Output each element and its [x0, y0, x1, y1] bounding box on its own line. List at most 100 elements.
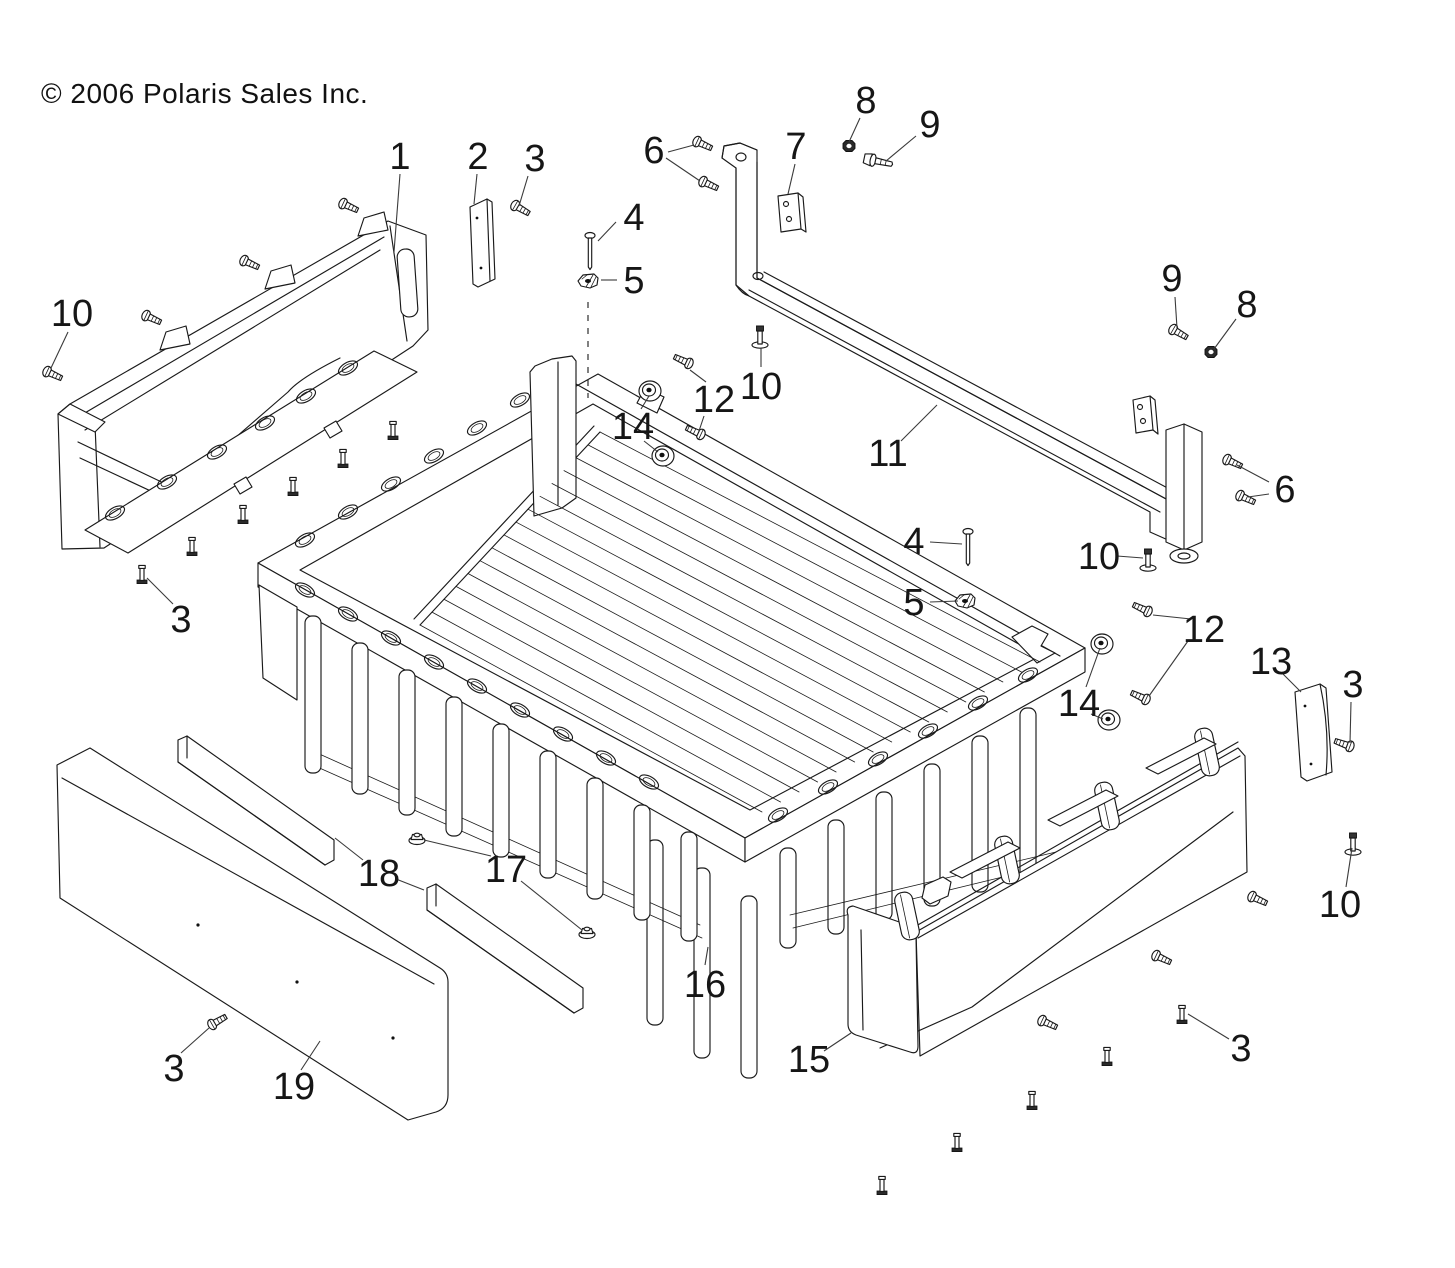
callout-12-leader: [1152, 614, 1192, 620]
callout-18-leader: [395, 878, 425, 891]
callout-6-leader: [1236, 464, 1270, 483]
callout-10-label: 10: [1078, 536, 1120, 578]
floor-rib: [419, 624, 763, 813]
fastener-bolt-h-icon: [862, 151, 895, 172]
fastener-screw-v-icon: [287, 476, 299, 497]
fastener-screw-icon: [1149, 948, 1174, 968]
fastener-screw-icon: [237, 253, 262, 273]
callout-10-leader: [1116, 555, 1144, 559]
floor-rib: [467, 573, 837, 773]
support-leg: [445, 696, 463, 837]
fastener-screw-icon: [1245, 889, 1270, 909]
callout-13-label: 13: [1250, 641, 1292, 683]
latch-hook-line: [1200, 730, 1211, 775]
fastener-screw-icon: [1220, 452, 1245, 472]
callout-15-leader: [823, 1032, 852, 1052]
fastener-screw-icon: [336, 196, 361, 216]
latch-hook-line: [900, 894, 911, 939]
callout-11-label: 11: [868, 433, 907, 475]
fastener-screw-v-icon: [1026, 1090, 1038, 1111]
support-leg: [1019, 707, 1037, 879]
support-leg: [875, 791, 893, 921]
callout-6-leader: [1247, 493, 1270, 498]
fastener-clip-icon: [577, 273, 599, 289]
rail-ridge: [949, 841, 1021, 879]
support-leg: [586, 777, 604, 900]
rear-support-rail: [721, 142, 1203, 564]
support-leg: [646, 839, 664, 1026]
floor-rib: [479, 560, 856, 763]
fastener-bolt-long-icon: [584, 231, 596, 271]
fastener-screw-icon: [671, 351, 696, 371]
rim-bolt-hole: [507, 389, 533, 411]
fastener-nut-f-icon: [408, 832, 426, 846]
front-mount-flange: [84, 350, 418, 554]
callout-18-leader: [334, 837, 364, 861]
fastener-screw-icon: [1166, 322, 1191, 343]
callout-2-leader: [473, 173, 478, 205]
support-leg: [923, 763, 941, 907]
callout-4-label: 4: [623, 197, 644, 239]
callout-14-leader: [643, 440, 659, 453]
fastener-screw-icon: [40, 364, 65, 384]
support-leg: [539, 750, 557, 879]
callout-10-label: 10: [740, 366, 782, 408]
callout-5-leader: [929, 600, 959, 603]
callout-3-leader: [1187, 1013, 1230, 1040]
seal-strip-18a: [177, 735, 335, 866]
latch-hook: [894, 891, 920, 941]
support-leg: [779, 847, 797, 949]
latch-bracket-left: [777, 192, 807, 233]
fastener-screw-v-icon: [1176, 1004, 1188, 1025]
fastener-spacer-icon: [651, 445, 675, 467]
fastener-bolt-f-icon: [1344, 832, 1362, 856]
callout-3-leader: [180, 1027, 210, 1054]
floor-rib: [551, 483, 967, 703]
callout-12-leader: [1148, 640, 1189, 697]
fastener-screw-v-icon: [237, 504, 249, 525]
support-leg: [680, 831, 698, 942]
callout-9-leader: [885, 135, 917, 162]
cargo-box-tub: [257, 355, 1086, 863]
callout-3-label: 3: [170, 599, 191, 641]
callout-6-leader: [665, 157, 701, 182]
support-leg: [693, 867, 711, 1059]
floor-rib: [455, 586, 818, 783]
callout-7-leader: [787, 163, 796, 195]
callout-3-label: 3: [1230, 1028, 1251, 1070]
callout-17-label: 17: [485, 849, 527, 891]
callout-12-leader: [689, 369, 707, 383]
rubber-pad-2: [469, 198, 496, 288]
copyright-text: © 2006 Polaris Sales Inc.: [41, 78, 369, 109]
latch-bracket-right: [1132, 395, 1159, 435]
callout-9-label: 9: [1161, 258, 1182, 300]
callout-14-label: 14: [612, 406, 654, 448]
callout-5-label: 5: [903, 582, 924, 624]
callout-1-label: 1: [389, 136, 410, 178]
callout-4-label: 4: [903, 521, 924, 563]
fastener-screw-icon: [139, 308, 164, 328]
callout-7-label: 7: [785, 126, 806, 168]
fastener-screw-v-icon: [387, 420, 399, 441]
fastener-screw-icon: [696, 174, 721, 194]
fastener-bolt-f-icon: [1139, 548, 1157, 572]
callout-8-leader: [1213, 318, 1237, 350]
fastener-screw-v-icon: [186, 536, 198, 557]
callout-16-label: 16: [684, 964, 726, 1006]
floor-rib: [599, 431, 1041, 663]
fastener-bolt-long-icon: [962, 527, 974, 567]
fastener-screw-v-icon: [337, 448, 349, 469]
fastener-nut-icon: [842, 140, 856, 152]
fastener-spacer-icon: [1090, 633, 1114, 655]
callout-12-leader: [698, 415, 705, 432]
callout-14-leader: [1085, 647, 1101, 688]
callout-11-leader: [900, 404, 938, 442]
floor-rib: [587, 444, 1022, 673]
callout-8-label: 8: [855, 80, 876, 122]
fastener-screw-v-icon: [1101, 1046, 1113, 1067]
seal-strip-18b: [426, 883, 584, 1014]
callout-3-label: 3: [524, 138, 545, 180]
support-leg: [971, 735, 989, 893]
callout-8-label: 8: [1236, 284, 1257, 326]
